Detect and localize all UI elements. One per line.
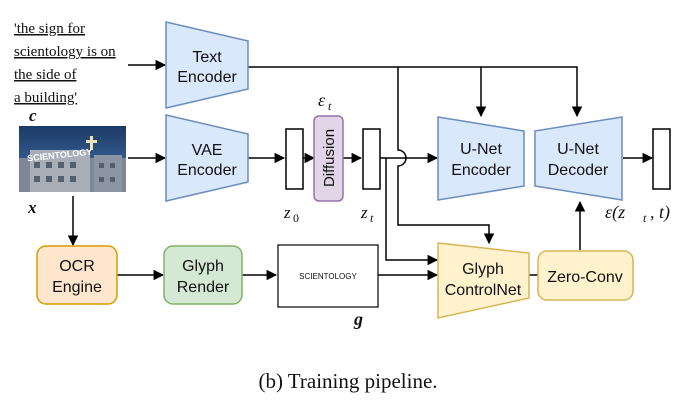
unet-decoder-label-2: Decoder [548, 162, 609, 179]
z0-label: z [283, 203, 291, 222]
eps-t-subscript: t [328, 99, 332, 113]
prompt-line-4: a building' [14, 90, 77, 106]
latent-z0: z 0 [283, 128, 304, 225]
ocr-engine-label-1: OCR [59, 258, 95, 275]
vae-encoder: VAE Encoder [165, 114, 249, 202]
arrow-text-to-unet-decoder [248, 66, 583, 118]
figure-caption: (b) Training pipeline. [258, 369, 437, 393]
text-encoder-label-2: Encoder [177, 69, 237, 86]
latent-zt: z t [360, 128, 381, 225]
glyph-image: SCIENTOLOGY g [277, 244, 379, 329]
glyph-var-g: g [353, 309, 363, 329]
output-noise-prediction: ε(z t , t) [605, 128, 671, 225]
prompt-line-3: the side of [14, 67, 76, 83]
output-label: ε(z [605, 202, 625, 223]
output-tail: , t) [650, 202, 670, 223]
glyph-render-label-2: Render [177, 279, 230, 296]
unet-decoder-label-1: U-Net [557, 141, 599, 158]
unet-encoder-label-1: U-Net [460, 141, 502, 158]
arrow-text-to-controlnet [397, 67, 495, 245]
eps-t-label: ε [318, 90, 326, 110]
glyph-image-text: SCIENTOLOGY [299, 272, 357, 281]
noise-epsilon-t: ε t [318, 90, 332, 113]
zt-subscript: t [370, 211, 374, 225]
glyph-render: Glyph Render [163, 245, 243, 305]
zero-conv-label: Zero-Conv [547, 269, 623, 286]
prompt-var-c: c [29, 106, 37, 125]
input-image: SCIENTOLOGY x [19, 126, 126, 217]
ocr-engine-label-2: Engine [52, 279, 102, 296]
glyph-controlnet: Glyph ControlNet [437, 242, 530, 319]
zero-conv: Zero-Conv [537, 250, 634, 301]
output-subscript: t [643, 211, 647, 225]
text-encoder: Text Encoder [165, 21, 249, 109]
unet-encoder: U-Net Encoder [437, 116, 525, 201]
text-prompt: 'the sign for scientology is on the side… [14, 21, 116, 125]
unet-decoder: U-Net Decoder [534, 116, 623, 201]
vae-encoder-label-1: VAE [192, 142, 223, 159]
prompt-line-1: 'the sign for [14, 21, 85, 37]
ocr-engine: OCR Engine [36, 245, 118, 305]
diffusion-block: Diffusion [313, 115, 344, 202]
prompt-line-2: scientology is on [14, 44, 116, 60]
glyph-controlnet-label-1: Glyph [462, 261, 504, 278]
text-encoder-label-1: Text [192, 49, 222, 66]
connectors [67, 59, 654, 281]
glyph-controlnet-label-2: ControlNet [445, 282, 522, 299]
diffusion-label: Diffusion [321, 129, 338, 187]
glyph-render-label-1: Glyph [182, 258, 224, 275]
arrow-zt-to-controlnet [385, 158, 439, 266]
z0-subscript: 0 [293, 211, 299, 225]
unet-encoder-label-2: Encoder [451, 162, 511, 179]
image-var-x: x [27, 198, 37, 217]
zt-label: z [360, 203, 368, 222]
vae-encoder-label-2: Encoder [177, 162, 237, 179]
